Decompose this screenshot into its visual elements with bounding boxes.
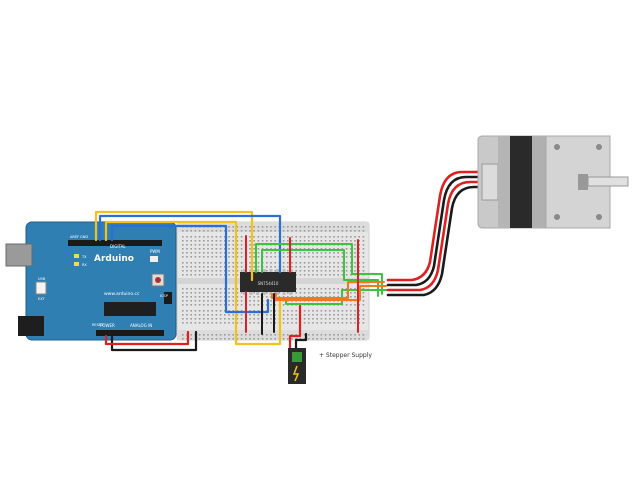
wire-red-supply [288,304,302,352]
digital-header [68,240,162,246]
motor-wire-red-1 [386,170,488,282]
icsp-header [164,292,172,304]
chip-label: SN754410 [258,281,279,286]
h-bridge-chip: SN754410 [240,269,296,295]
dc-jack [18,316,44,336]
reset-label: RESET [92,323,104,327]
breadboard-holes [182,226,365,340]
digital-label: DIGITAL [110,244,126,249]
motor-connector [481,163,499,201]
power-label: POWER [100,323,115,328]
wires [94,170,488,352]
wire-yellow-2 [104,220,282,346]
wire-blue-2 [110,224,270,314]
wire-orange-2 [271,281,385,299]
wire-green-1 [255,243,383,295]
gnd-label: GND [80,235,88,239]
atmega-chip [104,302,156,316]
wire-yellow-1 [94,210,254,282]
wire-black-supply [294,332,308,352]
power-header [96,330,164,336]
usb-label: USB [38,277,46,281]
arduino-board: Arduino www.arduino.cc DIGITAL PWM POWER… [5,221,177,341]
tx-label: TX [81,255,87,259]
stepper-supply-label: + Stepper Supply [319,352,372,359]
arduino-brand-label: Arduino [94,254,134,264]
aref-label: AREF [70,235,79,239]
icsp-label: ICSP [160,294,168,298]
lightning-icon [292,365,300,382]
motor-shaft [587,176,629,187]
wire-red-arduino-5v [104,330,190,346]
analog-in-label: ANALOG IN [130,323,152,328]
stepper-motor [477,135,629,229]
rx-label: RX [82,263,87,267]
motor-wire-black-1 [386,175,488,287]
usb-port [5,243,33,267]
ext-label: EXT [38,297,46,301]
motor-wire-black-2 [386,185,488,297]
motor-stator [510,136,532,228]
stepper-power-jack: + Stepper Supply [288,348,372,384]
arduino-website-label: www.arduino.cc [104,291,140,297]
motor-wire-red-2 [386,180,488,292]
pwm-label: PWM [150,249,160,254]
